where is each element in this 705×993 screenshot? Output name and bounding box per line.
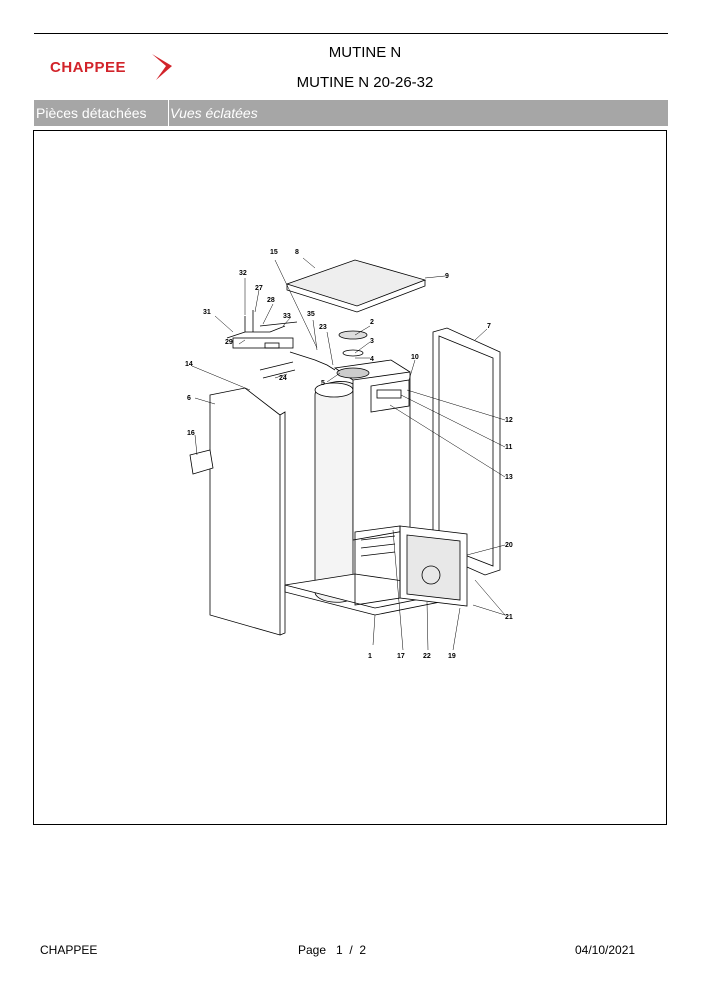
page-separator: / (349, 943, 353, 957)
callout-31: 31 (203, 309, 211, 316)
footer-date: 04/10/2021 (575, 943, 636, 957)
callout-9: 9 (445, 273, 449, 280)
band-label-exploded-views: Vues éclatées (170, 105, 258, 121)
callout-20: 20 (505, 542, 513, 549)
callout-6: 6 (187, 395, 191, 402)
page-number: 1 (336, 943, 343, 957)
callout-1: 1 (368, 653, 372, 660)
callout-16: 16 (187, 430, 195, 437)
callout-29: 29 (225, 339, 233, 346)
logo-text: CHAPPEE (50, 59, 127, 76)
band-label-spare-parts: Pièces détachées (34, 100, 169, 126)
footer-page-indicator: Page 1 / 2 (298, 943, 366, 957)
callout-4: 4 (370, 356, 374, 363)
callout-2: 2 (370, 319, 374, 326)
callout-22: 22 (423, 653, 431, 660)
callout-14: 14 (185, 361, 193, 368)
logo-swoosh-icon (152, 54, 172, 80)
callout-19: 19 (448, 653, 456, 660)
page-total: 2 (359, 943, 367, 957)
callout-35: 35 (307, 311, 315, 318)
callout-27: 27 (255, 285, 263, 292)
top-rule (34, 33, 668, 34)
document-title: MUTINE N (328, 44, 402, 61)
callout-12: 12 (505, 417, 513, 424)
callout-23: 23 (319, 324, 327, 331)
callout-28: 28 (267, 297, 275, 304)
document-subtitle: MUTINE N 20-26-32 (296, 74, 434, 91)
callout-15: 15 (270, 249, 278, 256)
callout-7: 7 (487, 323, 491, 330)
exploded-view-diagram: 15 8 9 32 27 28 31 35 33 2 7 23 29 3 4 1… (185, 249, 513, 660)
callout-3: 3 (370, 338, 374, 345)
callout-17: 17 (397, 653, 405, 660)
section-band: Pièces détachées Vues éclatées (34, 100, 668, 126)
callout-21: 21 (505, 614, 513, 621)
callout-5: 5 (321, 380, 325, 387)
callout-24: 24 (279, 375, 287, 382)
chappee-logo: CHAPPEE (50, 52, 185, 82)
callout-10: 10 (411, 354, 419, 361)
drawing-frame (33, 130, 667, 825)
callout-32: 32 (239, 270, 247, 277)
page-label: Page (298, 943, 327, 957)
callout-11: 11 (505, 444, 513, 451)
callout-13: 13 (505, 474, 513, 481)
callout-8: 8 (295, 249, 299, 256)
callout-33: 33 (283, 313, 291, 320)
footer-company: CHAPPEE (40, 943, 98, 957)
